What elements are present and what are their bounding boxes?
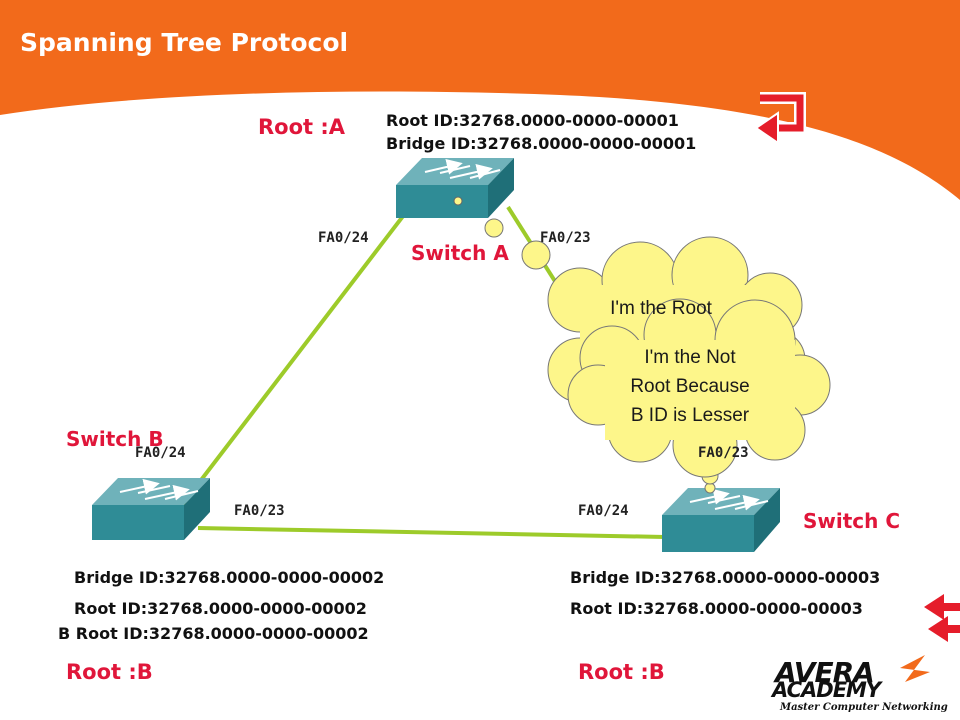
switch-a-icon[interactable] — [396, 158, 514, 218]
switch-b-bridge-id: Bridge ID:32768.0000-0000-00002 — [74, 568, 385, 587]
switch-a-root-label: Root :A — [258, 115, 346, 139]
cloud-front-text: I'm the Not Root Because B ID is Lesser — [595, 343, 785, 430]
switch-a-port-fa024: FA0/24 — [318, 230, 369, 246]
switch-b-root-id-updated: B Root ID:32768.0000-0000-00002 — [58, 624, 369, 643]
switch-b-port-fa023: FA0/23 — [234, 503, 285, 519]
thought-cloud-front — [567, 298, 831, 494]
switch-b-root-label: Root :B — [66, 660, 153, 684]
switch-c-port-fa024: FA0/24 — [578, 503, 629, 519]
logo-mark — [770, 655, 948, 713]
logo-line2: ACADEMY — [772, 678, 881, 702]
link-b-c — [197, 526, 666, 539]
header-swoosh — [0, 0, 960, 200]
left-arrow-icon[interactable] — [928, 616, 960, 642]
switch-c-name: Switch C — [803, 509, 901, 533]
switch-c-root-label: Root :B — [578, 660, 665, 684]
cloud-front-line1: I'm the Not — [644, 347, 736, 368]
switch-a-bridge-id: Bridge ID:32768.0000-0000-00001 — [386, 134, 697, 153]
cloud-front-line3: B ID is Lesser — [630, 405, 750, 426]
switch-c-root-id: Root ID:32768.0000-0000-00003 — [570, 599, 863, 618]
cloud-back-text: I'm the Root — [610, 298, 712, 318]
switch-c-port-fa023: FA0/23 — [698, 445, 749, 461]
return-arrow-icon[interactable] — [754, 92, 806, 145]
slide-title: Spanning Tree Protocol — [20, 28, 349, 57]
switch-c-icon[interactable] — [662, 488, 780, 552]
link-a-b — [170, 205, 412, 520]
switch-c-bridge-id: Bridge ID:32768.0000-0000-00003 — [570, 568, 881, 587]
switch-a-port-fa023: FA0/23 — [540, 230, 591, 246]
switch-b-port-fa024: FA0/24 — [135, 445, 186, 461]
switch-a-root-id: Root ID:32768.0000-0000-00001 — [386, 111, 679, 130]
switch-a-name: Switch A — [411, 241, 509, 265]
left-arrow-icon[interactable] — [924, 594, 960, 620]
switch-b-name: Switch B — [66, 427, 164, 451]
logo-tagline: Master Computer Networking — [780, 702, 948, 713]
switch-b-icon[interactable] — [92, 478, 210, 540]
cloud-front-line2: Root Because — [630, 376, 750, 397]
logo-line1: AVERA — [775, 656, 875, 689]
switch-b-root-id: Root ID:32768.0000-0000-00002 — [74, 599, 367, 618]
